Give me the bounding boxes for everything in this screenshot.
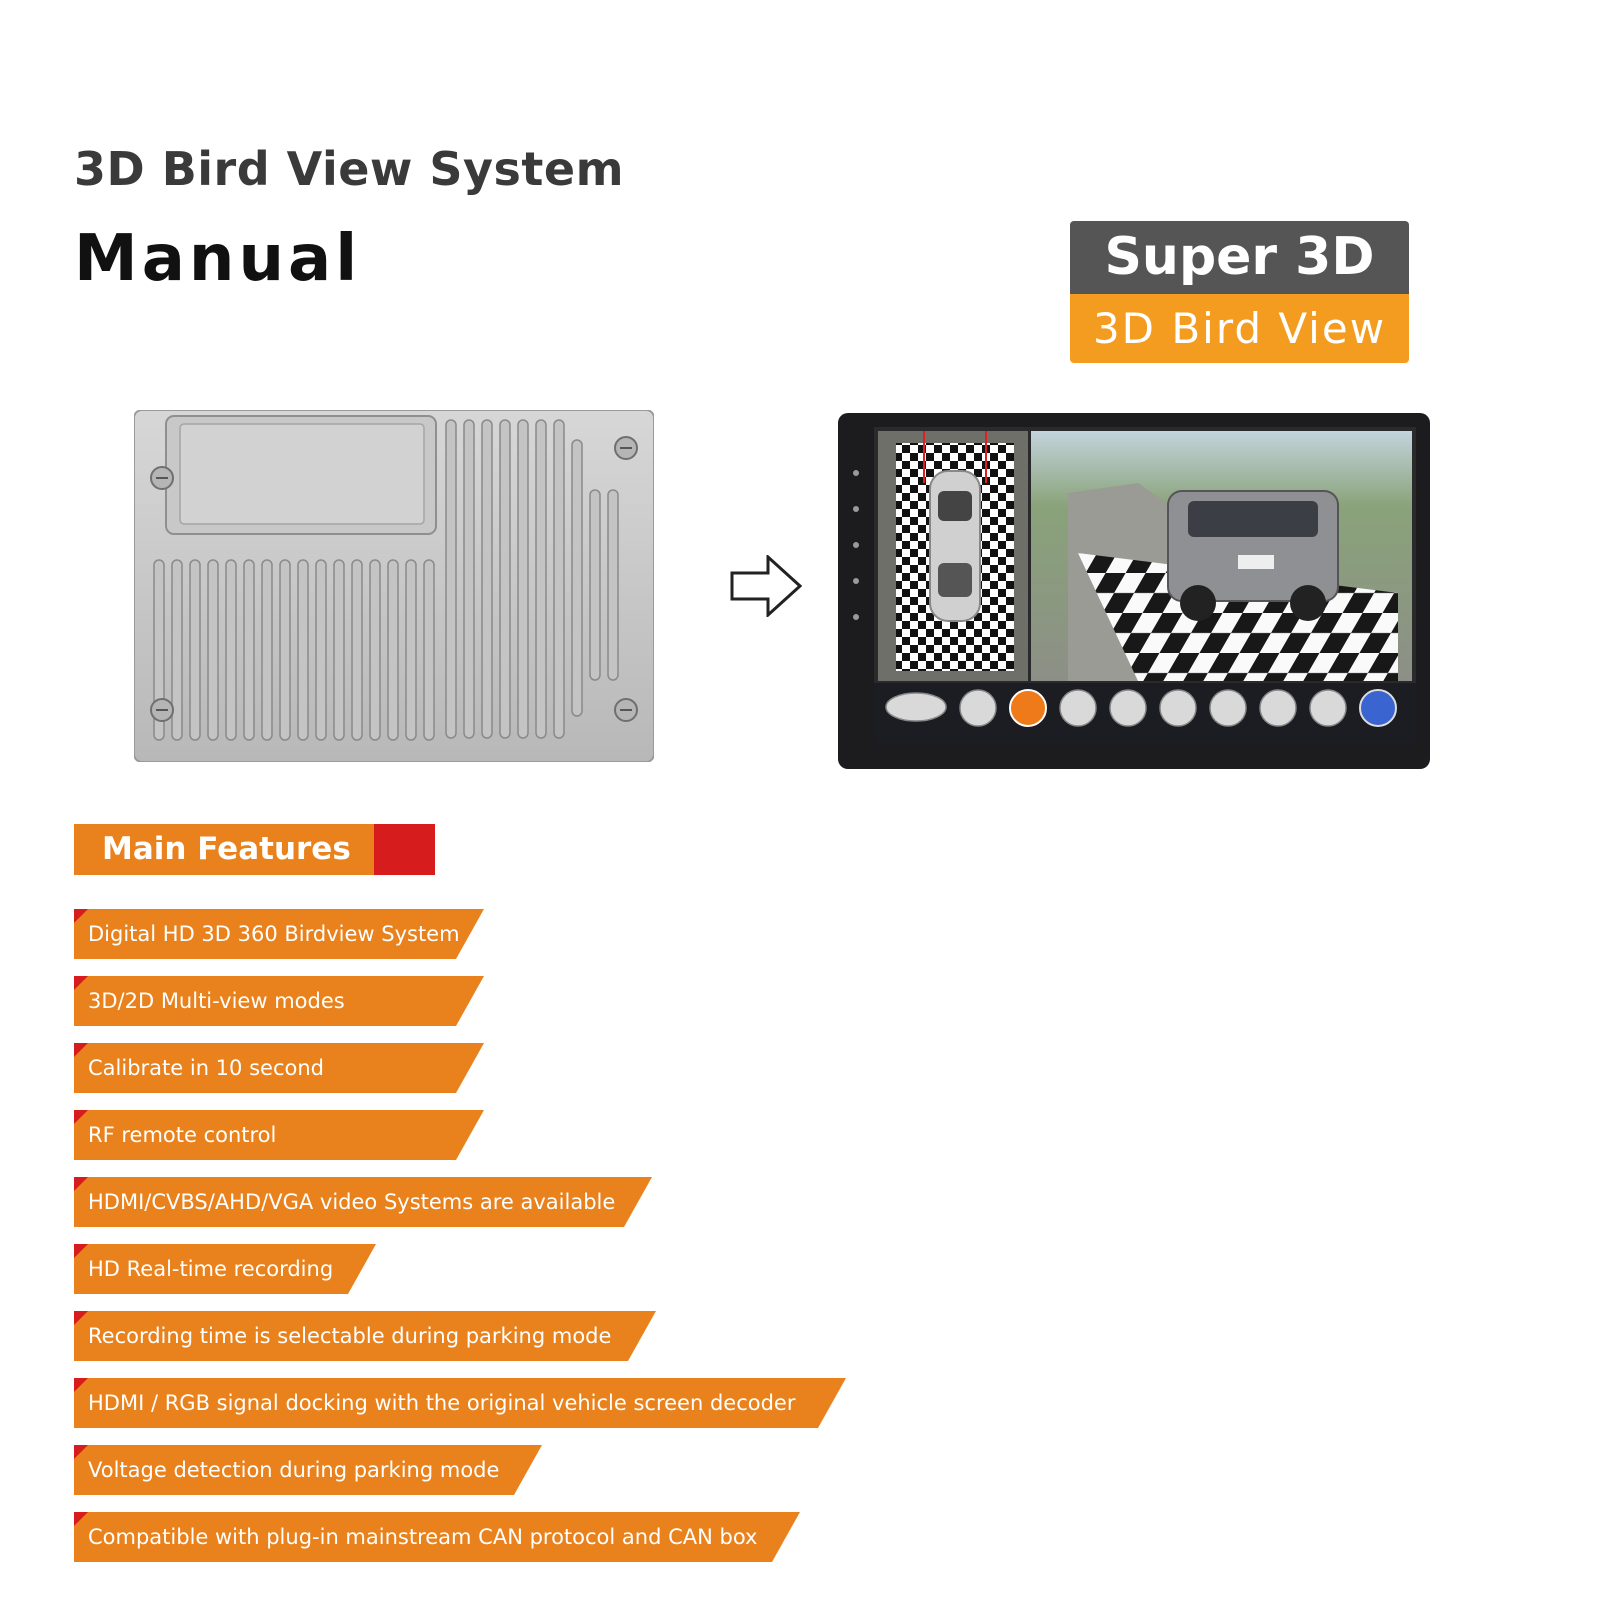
feature-item: RF remote control [74, 1110, 484, 1160]
feature-label: Digital HD 3D 360 Birdview System [88, 922, 460, 946]
badge-top-label: Super 3D [1070, 221, 1409, 294]
feature-item: Compatible with plug-in mainstream CAN p… [74, 1512, 800, 1562]
monitor-3d-birdview-image [838, 413, 1430, 769]
feature-label: HD Real-time recording [88, 1257, 334, 1281]
feature-label: HDMI/CVBS/AHD/VGA video Systems are avai… [88, 1190, 616, 1214]
feature-item: Recording time is selectable during park… [74, 1311, 656, 1361]
feature-item: Voltage detection during parking mode [74, 1445, 542, 1495]
feature-label: Recording time is selectable during park… [88, 1324, 612, 1348]
main-features-header: Main Features [74, 824, 435, 875]
badge-bottom-label: 3D Bird View [1070, 294, 1409, 363]
main-features-title: Main Features [102, 831, 351, 867]
feature-label: Calibrate in 10 second [88, 1056, 324, 1080]
header-red-block [374, 824, 435, 875]
feature-item: 3D/2D Multi-view modes [74, 976, 484, 1026]
feature-item: HDMI / RGB signal docking with the origi… [74, 1378, 846, 1428]
feature-label: 3D/2D Multi-view modes [88, 989, 345, 1013]
header-orange-block [74, 824, 374, 875]
feature-item: Calibrate in 10 second [74, 1043, 484, 1093]
feature-label: Compatible with plug-in mainstream CAN p… [88, 1525, 758, 1549]
feature-label: Voltage detection during parking mode [88, 1458, 500, 1482]
feature-label: RF remote control [88, 1123, 277, 1147]
feature-label: HDMI / RGB signal docking with the origi… [88, 1391, 796, 1415]
feature-item: HDMI/CVBS/AHD/VGA video Systems are avai… [74, 1177, 652, 1227]
document-subtitle: Manual [74, 222, 362, 296]
feature-item: Digital HD 3D 360 Birdview System [74, 909, 484, 959]
super-3d-badge: Super 3D 3D Bird View [1070, 221, 1409, 363]
arrow-right-icon [730, 555, 802, 617]
document-title: 3D Bird View System [74, 142, 625, 196]
birdview-control-box-image [134, 410, 654, 762]
feature-item: HD Real-time recording [74, 1244, 376, 1294]
suv-icon [1167, 490, 1339, 621]
